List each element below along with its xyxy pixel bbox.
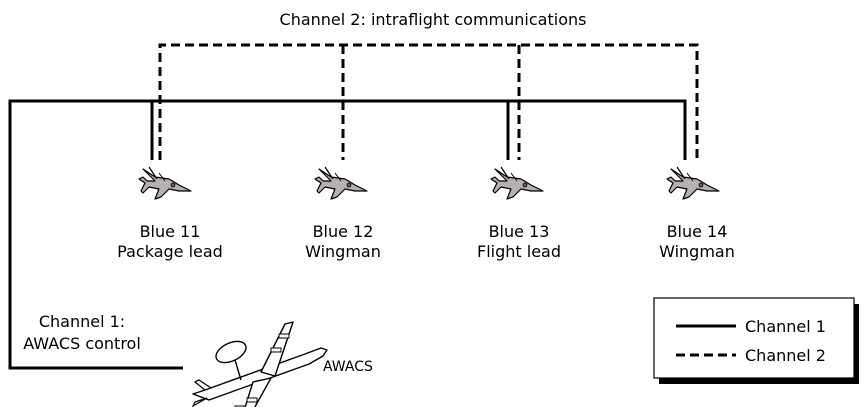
legend-channel2: Channel 2 [745,346,826,365]
channel1-label: Channel 1: [39,312,125,331]
legend-channel1: Channel 1 [745,317,826,336]
fighter-jet-icon [666,166,720,200]
aircraft-role: Wingman [659,242,735,261]
fighter-jet-icon [490,166,544,200]
fighter-jet-icon [314,166,368,200]
channel1-links [8,99,687,370]
aircraft-name: Blue 11 [140,222,201,241]
aircraft-role: Flight lead [477,242,561,261]
aircraft-role: Wingman [305,242,381,261]
aircraft-name: Blue 12 [313,222,374,241]
legend: Channel 1 Channel 2 [653,297,859,384]
channel2-title: Channel 2: intraflight communications [280,10,587,29]
awacs-label: AWACS [323,359,373,375]
aircraft-name: Blue 14 [667,222,728,241]
awacs-aircraft-icon [191,321,328,407]
fighter-jet-icon [138,166,192,200]
aircraft-role: Package lead [117,242,223,261]
aircraft-name: Blue 13 [489,222,550,241]
channel1-label: AWACS control [23,334,141,353]
